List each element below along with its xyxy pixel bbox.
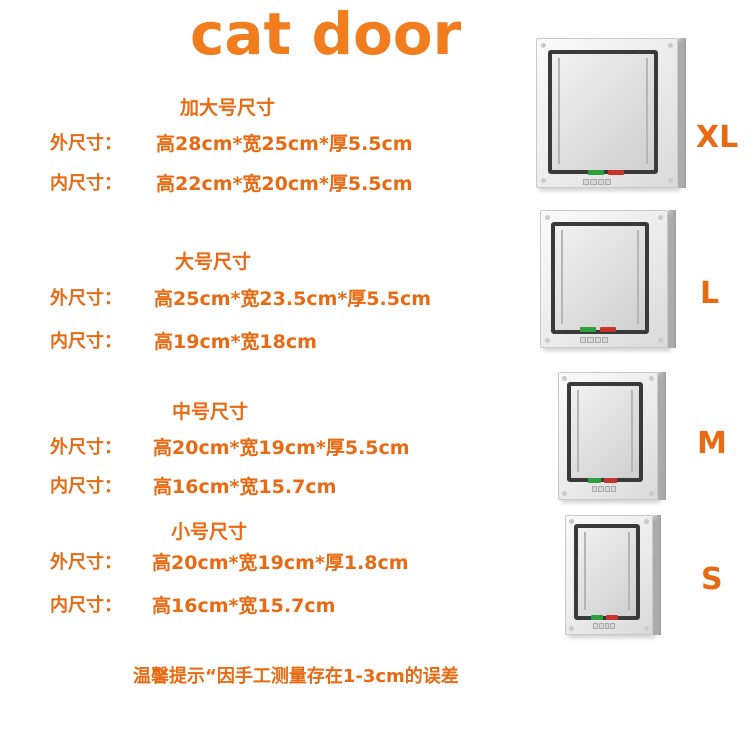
outer-size-value-m: 高20cm*宽19cm*厚5.5cm <box>153 437 410 459</box>
inner-size-label-m: 内尺寸： <box>50 476 122 497</box>
outer-size-label-xl: 外尺寸： <box>50 133 122 154</box>
cat-door-xl-image <box>536 38 686 188</box>
inner-size-label-s: 内尺寸： <box>50 595 122 616</box>
size-tag-l: L <box>700 276 720 311</box>
measurement-note: 温馨提示“因手工测量存在1-3cm的误差 <box>133 666 459 687</box>
outer-size-value-xl: 高28cm*宽25cm*厚5.5cm <box>156 133 413 155</box>
outer-size-label-s: 外尺寸： <box>50 552 122 573</box>
inner-size-value-m: 高16cm*宽15.7cm <box>153 476 337 498</box>
inner-size-label-xl: 内尺寸： <box>50 173 122 194</box>
cat-door-s-image <box>565 515 661 635</box>
inner-size-label-l: 内尺寸： <box>50 331 122 352</box>
size-header-xl: 加大号尺寸 <box>180 97 276 119</box>
inner-size-value-s: 高16cm*宽15.7cm <box>152 595 336 617</box>
outer-size-value-s: 高20cm*宽19cm*厚1.8cm <box>152 552 409 574</box>
size-header-s: 小号尺寸 <box>171 521 248 543</box>
outer-size-value-l: 高25cm*宽23.5cm*厚5.5cm <box>154 288 432 310</box>
inner-size-value-l: 高19cm*宽18cm <box>154 331 317 353</box>
cat-door-l-image <box>540 210 676 348</box>
size-tag-xl: XL <box>696 120 739 155</box>
page-title: cat door <box>190 0 462 68</box>
outer-size-label-m: 外尺寸： <box>50 437 122 458</box>
outer-size-label-l: 外尺寸： <box>50 288 122 309</box>
size-tag-m: M <box>697 426 727 461</box>
size-header-l: 大号尺寸 <box>175 251 252 273</box>
size-tag-s: S <box>701 562 723 597</box>
inner-size-value-xl: 高22cm*宽20cm*厚5.5cm <box>156 173 413 195</box>
size-header-m: 中号尺寸 <box>172 401 249 423</box>
cat-door-m-image <box>558 372 666 500</box>
